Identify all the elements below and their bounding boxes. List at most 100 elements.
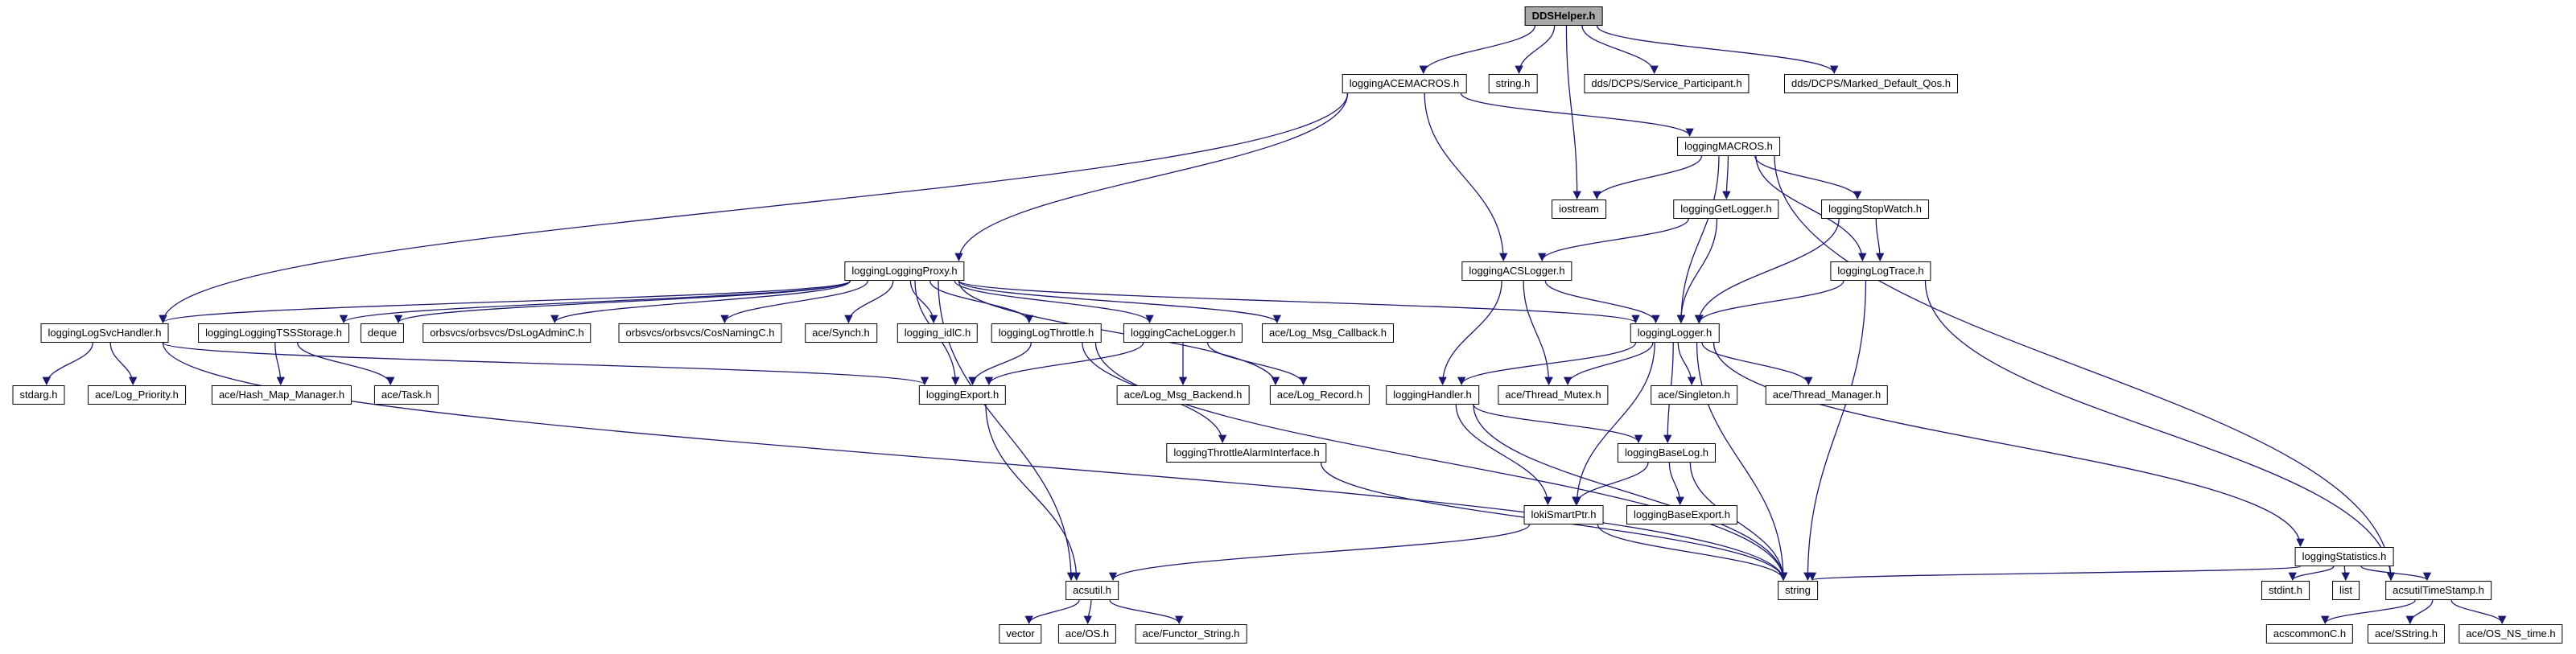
edge-logsvchandler-log_priority xyxy=(109,342,138,386)
graph-node-hash_map_manager[interactable]: ace/Hash_Map_Manager.h xyxy=(211,385,352,405)
graph-node-stdarg[interactable]: stdarg.h xyxy=(12,385,65,405)
graph-node-macros[interactable]: loggingMACROS.h xyxy=(1677,137,1780,156)
graph-node-proxy[interactable]: loggingLoggingProxy.h xyxy=(844,261,965,281)
edge-acsutil-vector xyxy=(1024,599,1080,625)
edge-proxy-logthrottle xyxy=(929,280,1034,324)
graph-node-acscommonc[interactable]: acscommonC.h xyxy=(2265,624,2354,644)
graph-node-list[interactable]: list xyxy=(2332,581,2360,600)
edge-stopwatch-logger xyxy=(1694,218,1840,324)
graph-node-service_participant[interactable]: dds/DCPS/Service_Participant.h xyxy=(1584,74,1750,93)
graph-node-statistics[interactable]: loggingStatistics.h xyxy=(2294,547,2394,566)
edge-tssstorage-hash_map_manager xyxy=(274,342,285,386)
edge-acslogger-thread_mutex xyxy=(1523,280,1553,386)
graph-node-cachelogger[interactable]: loggingCacheLogger.h xyxy=(1123,323,1243,343)
edge-logger-singleton xyxy=(1677,342,1696,386)
edge-baselog-baseexport xyxy=(1668,462,1684,506)
edge-macros-getlogger xyxy=(1722,155,1731,200)
edge-timestamp-acscommonc xyxy=(2321,599,2416,625)
graph-node-os_ns_time[interactable]: ace/OS_NS_time.h xyxy=(2459,624,2563,644)
edge-statistics-list xyxy=(2341,566,2350,582)
graph-node-log_msg_callback[interactable]: ace/Log_Msg_Callback.h xyxy=(1262,323,1394,343)
edge-logsvchandler-stdarg xyxy=(42,342,93,386)
edge-getlogger-acslogger xyxy=(1538,218,1689,262)
graph-node-baselog[interactable]: loggingBaseLog.h xyxy=(1617,443,1717,463)
edge-acslogger-handler xyxy=(1438,280,1502,386)
edge-proxy-logging_idlc xyxy=(909,280,938,324)
graph-node-logsvchandler[interactable]: loggingLogSvcHandler.h xyxy=(40,323,169,343)
edge-proxy-logsvchandler xyxy=(159,280,851,324)
graph-node-log_record[interactable]: ace/Log_Record.h xyxy=(1269,385,1370,405)
graph-node-acsutil[interactable]: acsutil.h xyxy=(1065,581,1119,600)
edge-lokismartptr-acsutil xyxy=(1108,524,1531,582)
edge-macros-timestamp xyxy=(1774,155,2396,582)
graph-node-stdint[interactable]: stdint.h xyxy=(2261,581,2310,600)
edge-macros-iostream xyxy=(1593,155,1703,200)
edge-proxy-deque xyxy=(394,280,851,324)
edge-handler-string xyxy=(1473,404,1788,582)
graph-node-logtrace[interactable]: loggingLogTrace.h xyxy=(1830,261,1931,281)
graph-node-log_msg_backend[interactable]: ace/Log_Msg_Backend.h xyxy=(1116,385,1250,405)
graph-node-sstring[interactable]: ace/SString.h xyxy=(2367,624,2446,644)
graph-node-deque[interactable]: deque xyxy=(360,323,405,343)
graph-node-logger[interactable]: loggingLogger.h xyxy=(1630,323,1720,343)
edge-logger-thread_manager xyxy=(1701,342,1813,386)
graph-node-string_h[interactable]: string.h xyxy=(1488,74,1538,93)
graph-node-logging_idlc[interactable]: logging_idlC.h xyxy=(896,323,979,343)
edge-timestamp-sstring xyxy=(2405,599,2434,625)
edge-handler-lokismartptr xyxy=(1455,404,1552,506)
edge-acemacros-proxy xyxy=(954,93,1349,262)
graph-node-lokismartptr[interactable]: lokiSmartPtr.h xyxy=(1523,505,1604,524)
graph-node-acslogger[interactable]: loggingACSLogger.h xyxy=(1461,261,1572,281)
edge-export-acsutil xyxy=(985,404,1081,582)
graph-node-getlogger[interactable]: loggingGetLogger.h xyxy=(1673,199,1779,219)
edge-lokismartptr-string xyxy=(1597,524,1788,582)
edge-proxy-dslogadmin xyxy=(550,280,851,324)
edge-timestamp-os_ns_time xyxy=(2450,599,2507,625)
graph-node-thread_mutex[interactable]: ace/Thread_Mutex.h xyxy=(1498,385,1609,405)
edge-acemacros-logsvchandler xyxy=(159,93,1349,324)
edge-logtrace-logger xyxy=(1695,280,1844,324)
graph-node-stopwatch[interactable]: loggingStopWatch.h xyxy=(1821,199,1929,219)
edge-acslogger-logger xyxy=(1544,280,1660,324)
graph-node-vector[interactable]: vector xyxy=(999,624,1042,644)
edge-acemacros-macros xyxy=(1460,93,1694,138)
edge-acemacros-acslogger xyxy=(1424,93,1508,262)
graph-node-handler[interactable]: loggingHandler.h xyxy=(1386,385,1479,405)
edge-logger-thread_mutex xyxy=(1563,342,1654,386)
edge-proxy-cachelogger xyxy=(954,280,1154,324)
graph-node-marked_default_qos[interactable]: dds/DCPS/Marked_Default_Qos.h xyxy=(1784,74,1958,93)
graph-node-ace_os[interactable]: ace/OS.h xyxy=(1057,624,1117,644)
edge-baselog-lokismartptr xyxy=(1572,462,1649,506)
edge-statistics-timestamp xyxy=(2360,566,2432,582)
graph-node-logthrottle[interactable]: loggingLogThrottle.h xyxy=(991,323,1102,343)
edge-proxy-logger xyxy=(958,280,1640,324)
graph-node-string[interactable]: string xyxy=(1778,581,1818,600)
graph-node-ace_task[interactable]: ace/Task.h xyxy=(373,385,439,405)
graph-node-throttlealarm[interactable]: loggingThrottleAlarmInterface.h xyxy=(1166,443,1327,463)
edge-ddshelper-iostream xyxy=(1565,25,1581,200)
graph-node-thread_manager[interactable]: ace/Thread_Manager.h xyxy=(1765,385,1889,405)
edge-proxy-ace_synch xyxy=(844,280,894,324)
edge-ddshelper-acemacros xyxy=(1419,25,1536,75)
graph-node-export[interactable]: loggingExport.h xyxy=(918,385,1007,405)
graph-node-log_priority[interactable]: ace/Log_Priority.h xyxy=(88,385,186,405)
edge-proxy-tssstorage xyxy=(340,280,851,324)
graph-node-iostream[interactable]: iostream xyxy=(1552,199,1606,219)
edge-ddshelper-string_h xyxy=(1515,25,1556,75)
graph-node-ace_synch[interactable]: ace/Synch.h xyxy=(805,323,877,343)
edge-macros-logger xyxy=(1676,155,1720,324)
edge-acsutil-functor_string xyxy=(1109,599,1184,625)
graph-node-tssstorage[interactable]: loggingLoggingTSSStorage.h xyxy=(198,323,349,343)
graph-node-baseexport[interactable]: loggingBaseExport.h xyxy=(1626,505,1737,524)
graph-node-acemacros[interactable]: loggingACEMACROS.h xyxy=(1342,74,1467,93)
graph-node-singleton[interactable]: ace/Singleton.h xyxy=(1651,385,1737,405)
edge-logtrace-timestamp xyxy=(1924,280,2396,582)
graph-node-dslogadmin[interactable]: orbsvcs/orbsvcs/DsLogAdminC.h xyxy=(422,323,591,343)
edge-logthrottle-export xyxy=(968,342,1032,386)
edge-cachelogger-log_record xyxy=(1206,342,1308,386)
graph-node-timestamp[interactable]: acsutilTimeStamp.h xyxy=(2385,581,2492,600)
edge-proxy-cosnaming xyxy=(720,280,868,324)
graph-node-cosnaming[interactable]: orbsvcs/orbsvcs/CosNamingC.h xyxy=(618,323,782,343)
graph-node-functor_string[interactable]: ace/Functor_String.h xyxy=(1135,624,1247,644)
